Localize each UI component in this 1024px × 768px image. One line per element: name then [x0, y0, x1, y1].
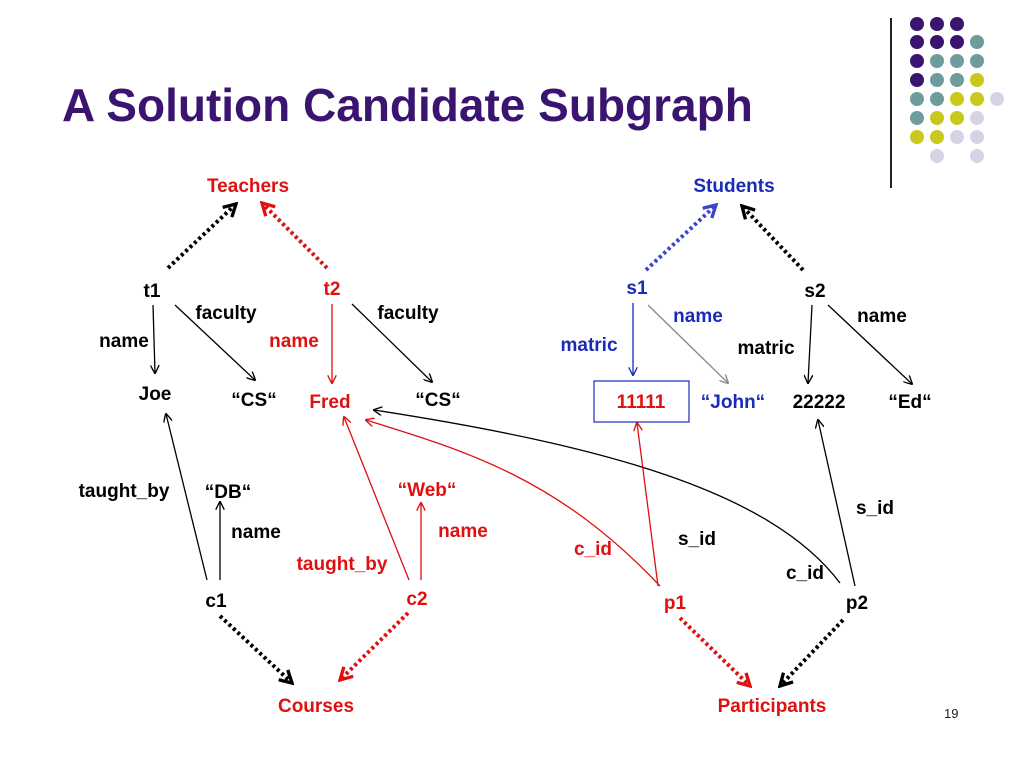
edge-c2-courses: [340, 611, 410, 680]
dot: [930, 17, 944, 31]
value-joe: Joe: [139, 384, 172, 405]
value-cs-2: “CS“: [415, 390, 460, 411]
dot: [910, 17, 924, 31]
edge-s2-name: [827, 304, 912, 384]
edge-c2-taught-by: [344, 417, 410, 581]
node-c2: c2: [406, 589, 427, 610]
dot: [910, 130, 924, 144]
dot: [970, 130, 984, 144]
label-c2-name: name: [438, 521, 488, 542]
label-t1-faculty: faculty: [195, 303, 257, 324]
class-courses: Courses: [278, 696, 354, 717]
edge-t1-name: [153, 304, 155, 373]
dot: [910, 35, 924, 49]
dot: [950, 130, 964, 144]
edge-p2-c-id: [374, 410, 841, 584]
node-s1: s1: [626, 278, 648, 299]
dot: [930, 54, 944, 68]
label-p2-s-id: s_id: [856, 498, 894, 519]
dot: [930, 111, 944, 125]
dot: [910, 111, 924, 125]
edge-s2-matric: [808, 304, 812, 383]
dot: [990, 92, 1004, 106]
edge-p1-participants: [678, 616, 750, 686]
dot: [950, 54, 964, 68]
class-teachers: Teachers: [207, 176, 289, 197]
value-ed: “Ed“: [888, 392, 931, 413]
node-c1: c1: [205, 591, 227, 612]
slide-title: A Solution Candidate Subgraph: [62, 79, 753, 131]
label-c1-name: name: [231, 522, 281, 543]
label-t2-faculty: faculty: [377, 303, 439, 324]
node-p1: p1: [664, 593, 687, 614]
node-p2: p2: [846, 593, 868, 614]
label-p1-c-id: c_id: [574, 539, 612, 560]
value-cs-1: “CS“: [231, 390, 276, 411]
edge-c1-courses: [218, 614, 292, 683]
dot: [910, 54, 924, 68]
dot: [970, 149, 984, 163]
dot: [970, 35, 984, 49]
edge-p1-c-id: [366, 420, 661, 587]
node-t1: t1: [144, 281, 161, 302]
dot: [970, 111, 984, 125]
label-s2-name: name: [857, 306, 907, 327]
node-s2: s2: [804, 281, 825, 302]
edge-c1-taught-by: [166, 414, 208, 581]
label-t2-name: name: [269, 331, 319, 352]
label-p1-s-id: s_id: [678, 529, 716, 550]
edge-t1-faculty: [174, 304, 255, 380]
edge-t1-teachers: [166, 204, 236, 270]
value-fred: Fred: [309, 392, 350, 413]
edge-t2-teachers: [262, 203, 329, 270]
dot: [930, 92, 944, 106]
value-john: “John“: [701, 392, 765, 413]
dot: [970, 73, 984, 87]
edge-p2-participants: [780, 618, 845, 686]
edge-s2-students: [742, 206, 805, 272]
dot: [950, 92, 964, 106]
class-students: Students: [693, 176, 774, 197]
dot: [970, 54, 984, 68]
label-c1-taught-by: taught_by: [79, 481, 170, 502]
edge-s1-name: [647, 304, 728, 383]
label-s1-matric: matric: [560, 335, 617, 356]
value-db: “DB“: [205, 482, 251, 503]
label-c2-taught-by: taught_by: [297, 554, 388, 575]
label-t1-name: name: [99, 331, 149, 352]
page-number: 19: [944, 706, 959, 721]
decorative-dot-grid: [910, 17, 1004, 163]
dot: [950, 73, 964, 87]
dot: [950, 17, 964, 31]
edge-p2-s-id: [818, 420, 856, 587]
value-box-11111: [593, 380, 690, 423]
label-s1-name: name: [673, 306, 723, 327]
class-participants: Participants: [718, 696, 827, 717]
label-s2-matric: matric: [737, 338, 794, 359]
dot: [970, 92, 984, 106]
dot: [910, 92, 924, 106]
edge-p1-s-id: [637, 423, 659, 587]
edge-s1-students: [644, 205, 716, 272]
value-11111: 11111: [617, 392, 666, 413]
label-p2-c-id: c_id: [786, 563, 824, 584]
value-web: “Web“: [398, 480, 457, 501]
value-22222: 22222: [793, 392, 846, 413]
edge-t2-faculty: [351, 303, 432, 382]
node-t2: t2: [324, 279, 341, 300]
dot: [950, 35, 964, 49]
dot: [930, 73, 944, 87]
dot: [930, 130, 944, 144]
vertical-divider: [890, 18, 892, 188]
dot: [930, 35, 944, 49]
dot: [930, 149, 944, 163]
dot: [910, 73, 924, 87]
dot: [950, 111, 964, 125]
